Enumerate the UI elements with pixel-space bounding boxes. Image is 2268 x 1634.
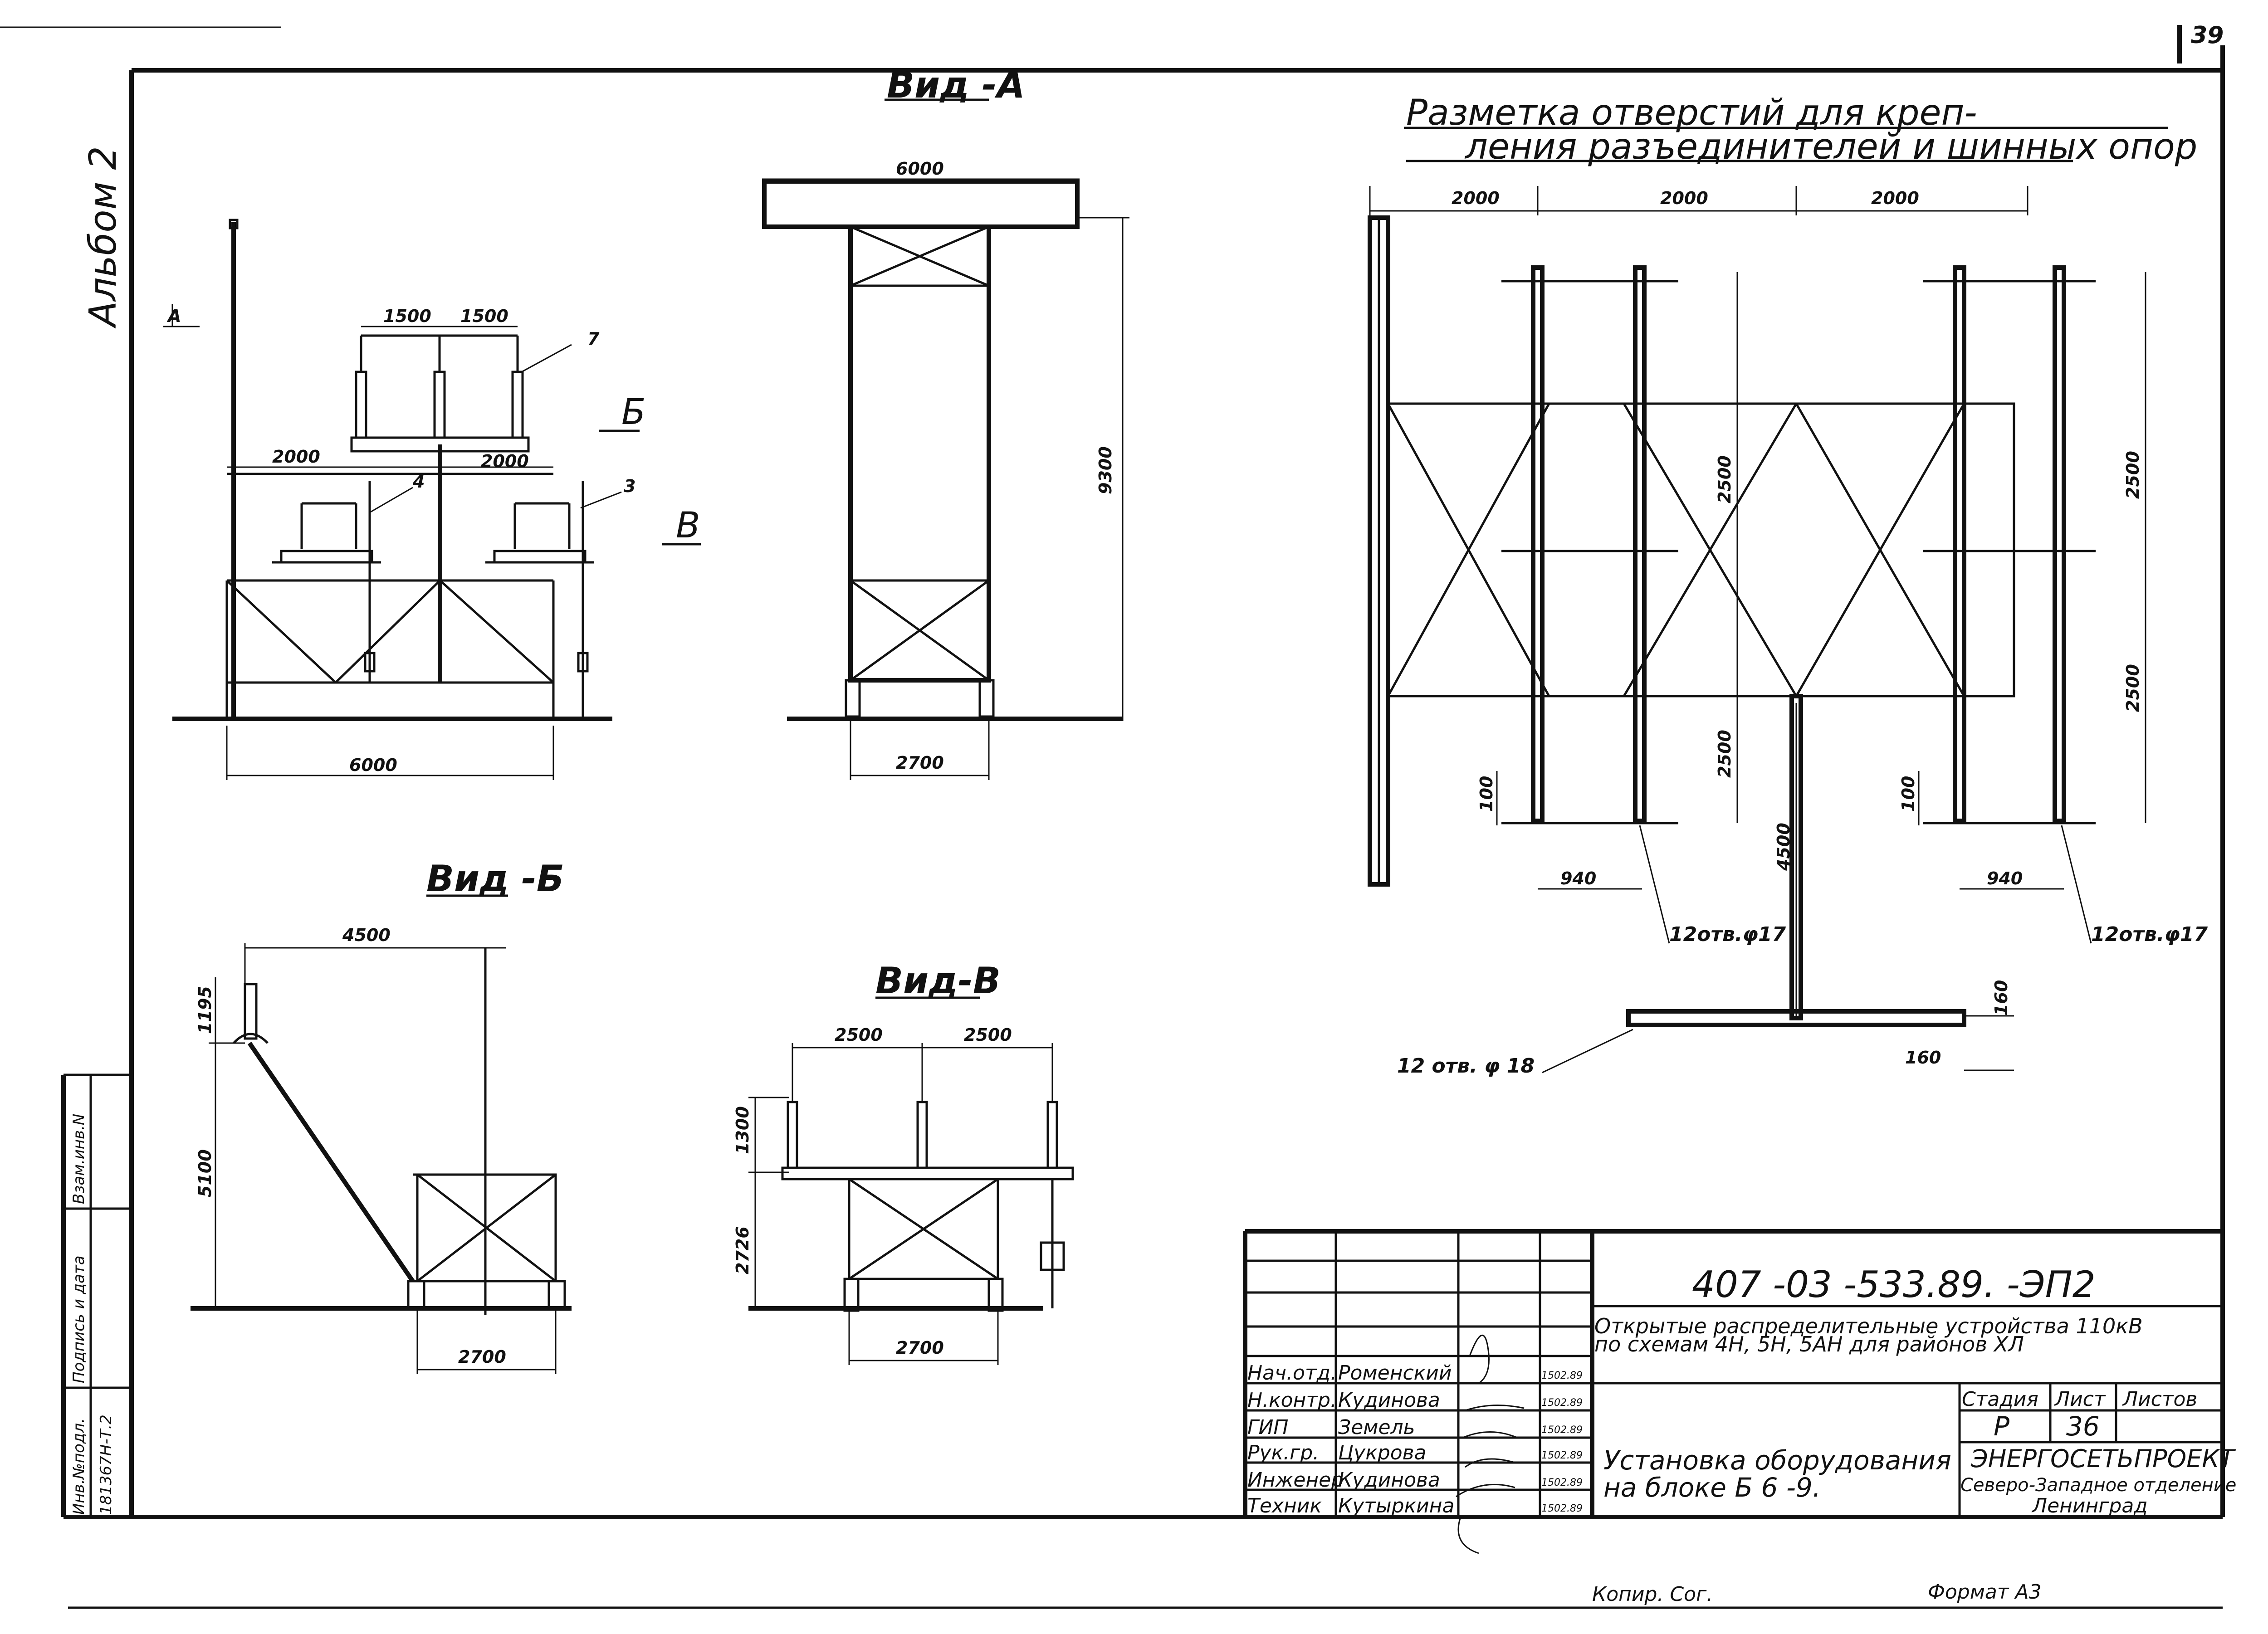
tb-desc1: Открытые распределительные устройства 11… (1594, 1314, 2143, 1338)
tb-sheets-header: Листов (2122, 1388, 2197, 1411)
main-view (163, 219, 701, 780)
tb-code: 407 -03 -533.89. -ЭП2 (1692, 1263, 2096, 1306)
dim-a-top: 6000 (896, 159, 944, 179)
dim-main-top-right: 1500 (460, 306, 508, 326)
view-a-title: Вид -А (887, 64, 1025, 106)
album-label: Альбом 2 (82, 146, 125, 329)
dim-marking-v5: 4500 (1774, 823, 1794, 871)
callout-v: В (676, 505, 700, 546)
dim-marking-d2: 2000 (1660, 188, 1708, 208)
dim-main-mid-left: 2000 (272, 447, 320, 467)
tb-sheet-title2: на блоке Б 6 -9. (1603, 1472, 1821, 1503)
dim-marking-d3: 2000 (1871, 188, 1919, 208)
tb-stage-header: Стадия (1962, 1388, 2038, 1411)
page-number: 39 (2191, 22, 2224, 49)
marking-drawing (1368, 127, 2168, 1073)
tb-org2: Северо-Западное отделение (1960, 1475, 2236, 1496)
dim-b-top: 4500 (342, 925, 391, 945)
dim-b-bottom: 2700 (458, 1347, 506, 1367)
tb-sheet-title1: Установка оборудования (1603, 1445, 1951, 1476)
dim-v-h2: 2726 (733, 1226, 753, 1274)
title-block-grid (1243, 1229, 2223, 1554)
dim-b-h2: 5100 (195, 1149, 215, 1197)
tb-name-4: Кудинова (1338, 1468, 1440, 1492)
note-holes-bottom: 12 отв. φ 18 (1397, 1054, 1535, 1078)
dim-marking-e1: 160 (1991, 980, 2011, 1016)
callout-b: Б (621, 392, 646, 433)
note-holes-left: 12отв.φ17 (1669, 923, 1786, 946)
sheet-frame (0, 25, 2225, 1609)
view-b-drawing (191, 894, 572, 1374)
tb-name-0: Роменский (1338, 1361, 1452, 1385)
tb-date-4: 1502.89 (1541, 1477, 1583, 1488)
tb-role-5: Техник (1247, 1494, 1322, 1517)
callout-3: 3 (624, 476, 635, 496)
margin-label-replace: Взам.инв.N (70, 1114, 88, 1204)
tb-role-4: Инженер (1247, 1468, 1344, 1492)
tb-name-5: Кутыркина (1338, 1494, 1454, 1517)
dim-marking-v2: 2500 (1715, 730, 1735, 778)
dim-marking-w1: 940 (1560, 868, 1596, 888)
tb-date-3: 1502.89 (1541, 1450, 1583, 1461)
margin-stamp (61, 1073, 132, 1517)
dim-v-right: 2500 (964, 1025, 1012, 1045)
tb-date-1: 1502.89 (1541, 1397, 1583, 1409)
tb-role-0: Нач.отд. (1247, 1361, 1337, 1385)
dim-a-bottom: 2700 (896, 753, 944, 773)
tb-stage-value: Р (1994, 1411, 2009, 1442)
tb-date-5: 1502.89 (1541, 1503, 1583, 1514)
note-holes-right: 12отв.φ17 (2091, 923, 2208, 946)
tb-name-3: Цукрова (1338, 1441, 1427, 1464)
view-v-drawing (748, 996, 1074, 1365)
tb-role-2: ГИП (1247, 1416, 1289, 1439)
view-v-title: Вид-В (875, 960, 1001, 1002)
view-b-title: Вид -Б (426, 858, 564, 900)
dim-main-top-left: 1500 (383, 306, 431, 326)
view-a-drawing (762, 98, 1129, 780)
tb-date-2: 1502.89 (1541, 1424, 1583, 1436)
tb-name-1: Кудинова (1338, 1389, 1440, 1412)
dim-marking-v1: 2500 (1715, 455, 1735, 503)
dim-v-h1: 1300 (733, 1106, 753, 1154)
tb-org3: Ленинград (2031, 1494, 2148, 1517)
marking-title-line2: ления разъединителей и шинных опор (1464, 127, 2197, 167)
dim-a-height: 9300 (1095, 446, 1115, 494)
dim-b-h1: 1195 (195, 986, 215, 1034)
margin-label-sign: Подпись и дата (70, 1255, 88, 1383)
dim-v-bottom: 2700 (896, 1338, 944, 1358)
footer-format: Формат А3 (1928, 1580, 2042, 1604)
margin-code: 181367Н-Т.2 (97, 1415, 115, 1515)
dim-main-bottom: 6000 (349, 755, 397, 775)
dim-v-left: 2500 (835, 1025, 883, 1045)
dim-marking-d1: 2000 (1452, 188, 1500, 208)
footer-copied: Копир. Сог. (1592, 1583, 1713, 1606)
tb-sheet-header: Лист (2054, 1388, 2106, 1411)
tb-date-0: 1502.89 (1541, 1370, 1583, 1381)
tb-sheet-value: 36 (2066, 1411, 2100, 1442)
tb-name-2: Земель (1338, 1416, 1415, 1439)
tb-org1: ЭНЕРГОСЕТЬПРОЕКТ (1970, 1444, 2236, 1473)
dim-marking-v4: 2500 (2123, 664, 2143, 712)
dim-marking-w2: 940 (1987, 868, 2023, 888)
callout-7: 7 (587, 329, 600, 349)
dim-marking-s1: 100 (1476, 776, 1496, 812)
marking-title-line1: Разметка отверстий для креп- (1406, 93, 1977, 133)
dim-marking-s2: 100 (1898, 776, 1918, 812)
tb-role-3: Рук.гр. (1247, 1441, 1319, 1464)
dim-marking-v3: 2500 (2123, 451, 2143, 499)
dim-main-mid-right: 2000 (481, 451, 529, 471)
tb-role-1: Н.контр. (1247, 1389, 1337, 1412)
callout-4: 4 (412, 472, 425, 492)
tb-desc2: по схемам 4Н, 5Н, 5АН для районов ХЛ (1594, 1332, 2024, 1356)
callout-a: А (166, 306, 181, 326)
margin-label-inv: Инв.№подл. (70, 1418, 88, 1515)
dim-marking-e2: 160 (1905, 1048, 1941, 1068)
